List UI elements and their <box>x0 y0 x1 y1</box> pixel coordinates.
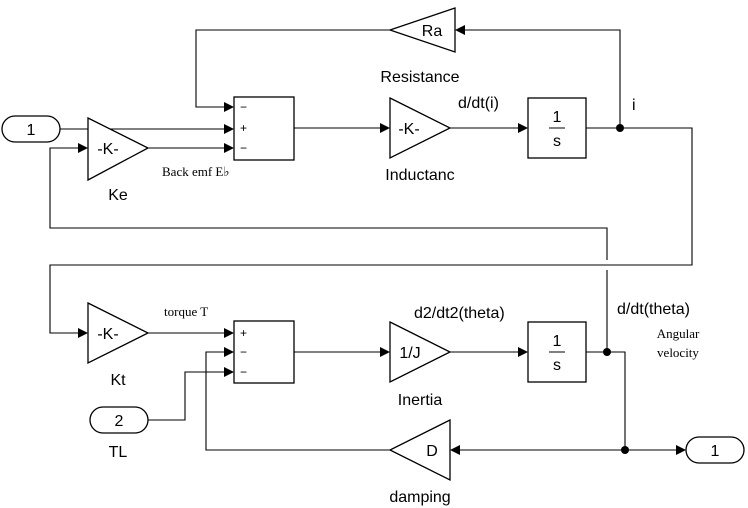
inport-1[interactable]: 1 <box>1 115 61 143</box>
integrator-2[interactable]: 1 s <box>527 321 587 383</box>
svg-text:1/J: 1/J <box>399 345 420 362</box>
damping-label: damping <box>389 489 450 506</box>
branch-point <box>603 348 611 356</box>
svg-text:−: − <box>240 345 247 359</box>
gain-inductance[interactable]: -K- <box>389 96 452 160</box>
current-label: i <box>632 97 636 114</box>
sum-1[interactable]: − + − <box>233 96 295 161</box>
gain-kt[interactable]: -K- <box>87 301 150 365</box>
wire-current-to-ra <box>455 25 621 128</box>
svg-text:-K-: -K- <box>398 121 419 138</box>
wire-damping-sum2 <box>205 347 390 451</box>
ke-label: Ke <box>108 187 128 204</box>
svg-text:−: − <box>240 141 247 155</box>
wire-current-to-kt <box>49 127 693 338</box>
branch-point <box>621 446 629 454</box>
svg-text:1: 1 <box>711 443 720 460</box>
svg-text:+: + <box>240 326 247 340</box>
outport-1[interactable]: 1 <box>685 436 745 464</box>
svg-text:+: + <box>240 121 247 135</box>
d2theta-label: d2/dt2(theta) <box>414 305 505 322</box>
wire-speed-to-ke <box>49 148 608 352</box>
branch-point <box>616 124 624 132</box>
svg-text:Ra: Ra <box>422 23 443 40</box>
sum-2[interactable]: + − − <box>233 320 295 384</box>
svg-text:1: 1 <box>553 333 562 350</box>
svg-text:1: 1 <box>27 122 36 139</box>
wire-ra-sum1 <box>195 29 390 112</box>
svg-text:−: − <box>240 365 247 379</box>
svg-text:−: − <box>240 100 247 114</box>
tl-label: TL <box>109 444 128 461</box>
torque-label: torque T <box>164 304 208 319</box>
svg-text:s: s <box>553 357 561 374</box>
svg-text:2: 2 <box>115 413 124 430</box>
wire-speed-out <box>586 351 686 455</box>
back-emf-label: Back emf E♭ <box>162 164 230 179</box>
inertia-label: Inertia <box>398 392 443 409</box>
svg-text:-K-: -K- <box>97 141 118 158</box>
gain-damping[interactable]: D <box>388 418 451 482</box>
dtheta-label: d/dt(theta) <box>617 301 690 318</box>
gain-ke[interactable]: -K- <box>87 116 150 182</box>
svg-text:s: s <box>553 133 561 150</box>
inport-2[interactable]: 2 <box>89 406 149 434</box>
resistance-label: Resistance <box>380 69 459 86</box>
angular-velocity-label-1: Angular <box>657 326 700 341</box>
inductance-label: Inductanc <box>385 167 454 184</box>
integrator-1[interactable]: 1 s <box>527 97 587 159</box>
kt-label: Kt <box>110 372 126 389</box>
di-dt-label: d/dt(i) <box>458 95 499 112</box>
svg-text:-K-: -K- <box>97 326 118 343</box>
gain-resistance[interactable]: Ra <box>387 7 456 53</box>
svg-text:1: 1 <box>553 109 562 126</box>
angular-velocity-label-2: velocity <box>657 345 699 360</box>
wire-tl-sum2 <box>148 367 234 421</box>
svg-text:D: D <box>426 443 438 460</box>
gain-inertia[interactable]: 1/J <box>389 320 452 384</box>
